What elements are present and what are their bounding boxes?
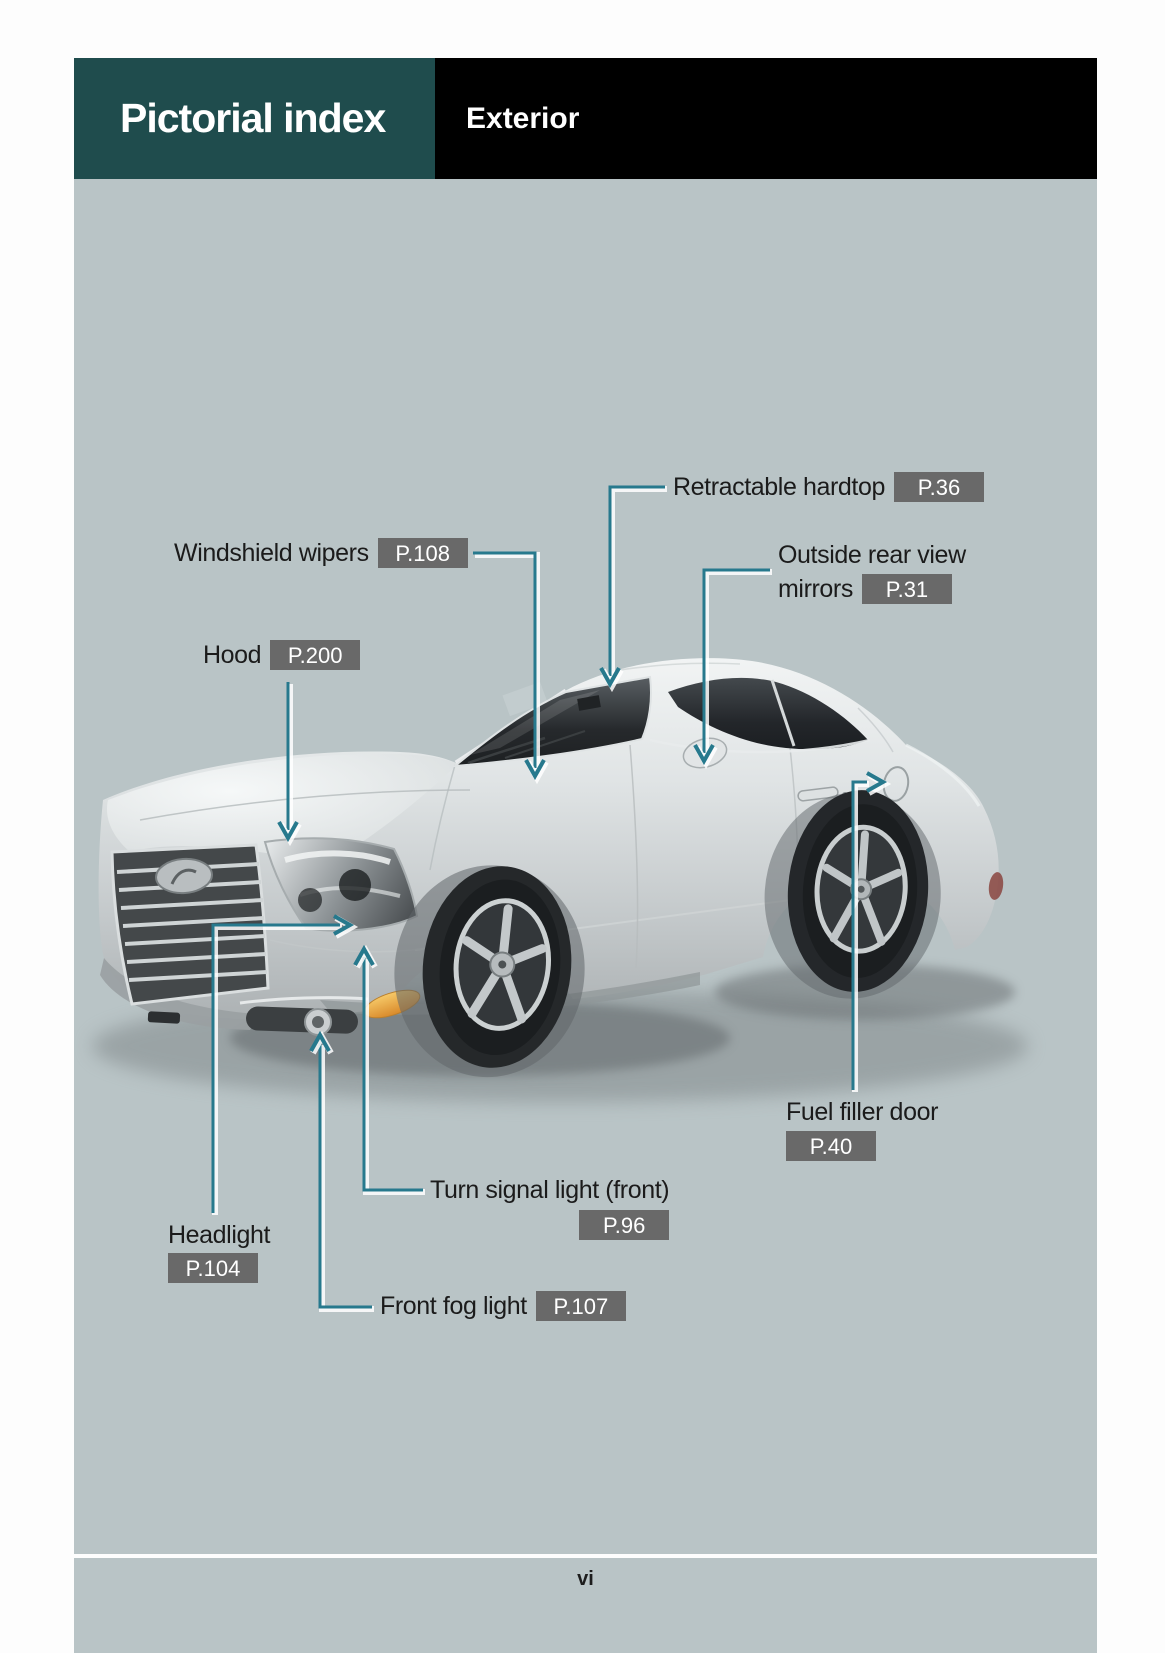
page-ref-badge: P.104: [168, 1253, 258, 1283]
page-ref-badge: P.36: [893, 472, 984, 502]
page-header: Pictorial index Exterior: [74, 58, 1097, 179]
page-ref-badge: P.108: [377, 538, 468, 568]
section-title-box: Pictorial index: [74, 58, 435, 179]
label-hood: Hood P.200: [203, 640, 361, 670]
label-text: Hood: [203, 640, 262, 669]
label-headlight: Headlight P.104: [168, 1222, 270, 1283]
page-ref-badge: P.31: [861, 574, 952, 604]
page-footer: vi: [74, 1558, 1097, 1653]
page-number: vi: [577, 1568, 594, 1590]
page-ref-badge: P.96: [579, 1210, 670, 1240]
label-retractable-hardtop: Retractable hardtop P.36: [673, 472, 984, 502]
label-fuel-filler-door: Fuel filler door P.40: [786, 1099, 938, 1161]
page-subtitle: Exterior: [466, 101, 580, 135]
page-title: Pictorial index: [120, 95, 386, 141]
label-outside-mirrors: Outside rear view mirrors P.31: [778, 542, 966, 604]
label-turn-signal: Turn signal light (front) P.96: [430, 1176, 670, 1240]
label-text: Front fog light: [380, 1291, 527, 1320]
label-windshield-wipers: Windshield wipers P.108: [174, 538, 468, 568]
page-ref-badge: P.107: [535, 1291, 626, 1321]
content-panel: Pictorial index Exterior: [74, 58, 1097, 1554]
label-text: Turn signal light (front): [430, 1176, 670, 1204]
page-ref-badge: P.40: [786, 1131, 876, 1161]
subsection-title-box: Exterior: [435, 58, 1097, 179]
label-text: Retractable hardtop: [673, 472, 885, 501]
page-ref-badge: P.200: [270, 640, 361, 670]
label-front-fog-light: Front fog light P.107: [380, 1291, 626, 1321]
label-text: mirrors: [778, 574, 853, 603]
label-text: Windshield wipers: [174, 538, 369, 567]
label-text: Fuel filler door: [786, 1098, 938, 1126]
label-text: Headlight: [168, 1221, 271, 1249]
label-text: Outside rear view: [778, 541, 966, 569]
